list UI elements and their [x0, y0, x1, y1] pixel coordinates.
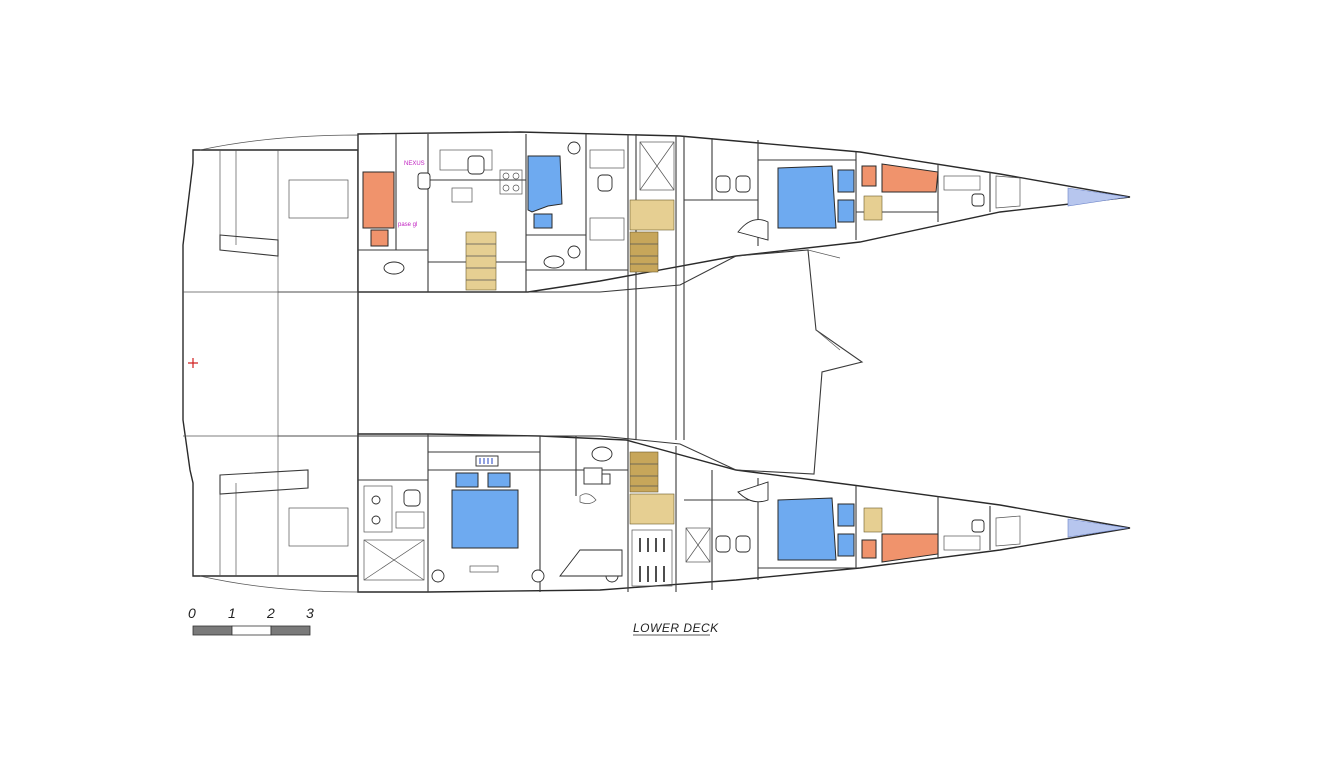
- aft-transom-line: [199, 134, 359, 151]
- owner-double-bed: [451, 489, 519, 549]
- port-mid-sink: [543, 255, 565, 269]
- owner-desk-icon: [475, 455, 499, 467]
- stbd-settee: [559, 549, 623, 577]
- scale-bar: 0 1 2 3: [188, 605, 314, 636]
- stbd-aft-toilet: [403, 489, 421, 507]
- port-aft-sink: [383, 261, 405, 275]
- galley-stove: [499, 169, 523, 195]
- center-mark-icon: [188, 358, 198, 368]
- port-fwd-double-bed: [777, 165, 837, 229]
- stbd-aft-vanity: [363, 485, 393, 533]
- port-companionway-stairs-1: [465, 231, 497, 291]
- scale-label-0: 0: [188, 605, 196, 621]
- lower-davit-arm: [219, 469, 309, 495]
- tag-label-1: NEXUS: [404, 161, 425, 167]
- stbd-aft-shower: [363, 539, 425, 581]
- port-fwd-basin: [737, 219, 769, 241]
- desk-computer-icon: [583, 467, 603, 485]
- bridge-deck-forward-edge: [807, 249, 841, 351]
- port-bow-net: [1067, 187, 1129, 207]
- stbd-hanging-locker: [631, 529, 673, 587]
- tag-label-2: pase gl: [398, 222, 417, 228]
- stbd-shower: [685, 527, 711, 563]
- port-aft-bunk: [362, 171, 395, 229]
- drawing-title: LOWER DECK: [633, 621, 719, 635]
- stbd-fwd-double-bed: [777, 497, 837, 561]
- galley-sink: [467, 155, 485, 175]
- port-shower: [639, 141, 675, 191]
- locker-hatch-lower: [288, 507, 349, 547]
- stbd-companionway-stairs: [629, 451, 675, 525]
- galley-counter: [439, 149, 493, 171]
- stbd-forepeak-bunk: [881, 533, 939, 563]
- aft-transom-line-bottom: [199, 575, 359, 593]
- upper-davit-arm: [219, 234, 279, 257]
- port-forepeak-bunk: [881, 163, 939, 193]
- stbd-fwd-toilet: [735, 535, 751, 553]
- aft-cockpit-outline: [182, 149, 359, 577]
- port-companionway-stairs-2: [629, 199, 675, 273]
- port-fwd-toilet: [735, 175, 751, 193]
- bridge-deck-outline: [278, 249, 864, 475]
- scale-label-2: 2: [266, 605, 275, 621]
- port-aft-toilet: [417, 172, 431, 190]
- stbd-bow-net: [1067, 518, 1129, 538]
- locker-hatch-upper: [288, 179, 349, 219]
- scale-label-1: 1: [228, 605, 236, 621]
- port-mid-toilet: [597, 174, 613, 192]
- stbd-fwd-basin: [737, 481, 769, 503]
- scale-label-3: 3: [306, 605, 314, 621]
- hatch-icon: [567, 141, 581, 155]
- port-single-berth: [527, 155, 563, 213]
